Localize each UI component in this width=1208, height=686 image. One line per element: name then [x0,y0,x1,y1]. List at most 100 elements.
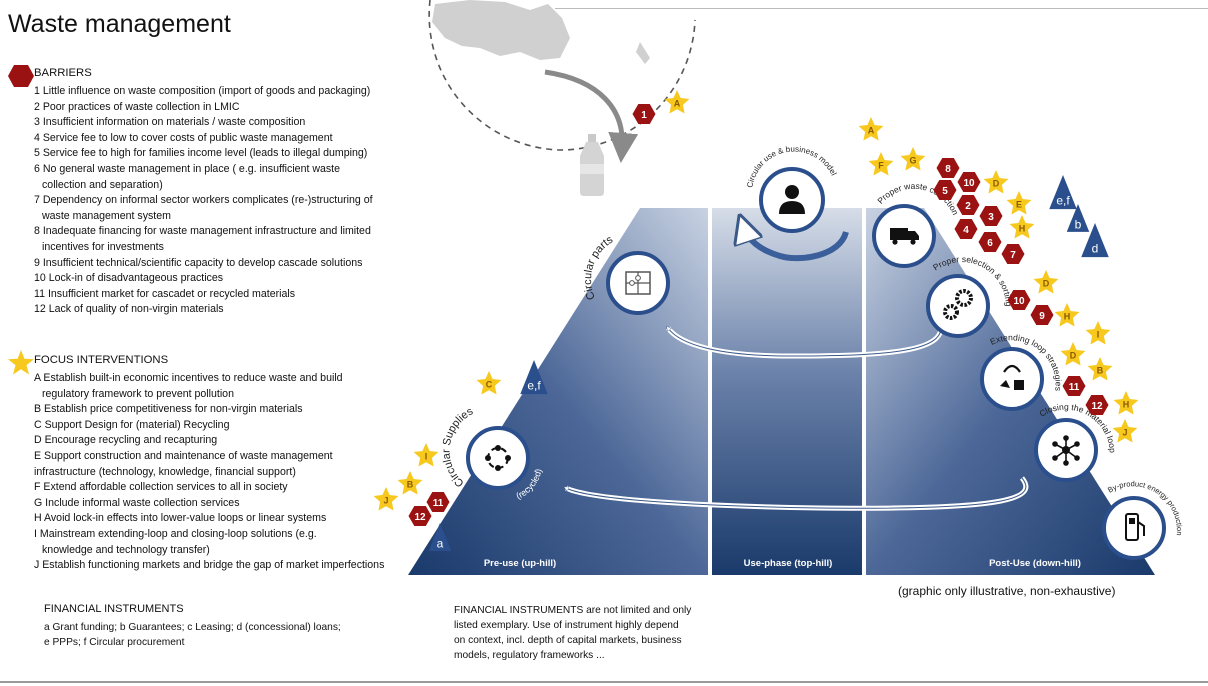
barrier-item: 10 Lock-in of disadvantageous practices [34,272,224,285]
svg-text:2: 2 [965,201,971,212]
svg-text:J: J [383,496,388,506]
extending-loop-node: Extending loop strategies [980,332,1064,411]
barrier-item: waste management system [42,209,171,222]
barrier-hexagon-badge: 1 [632,104,656,124]
proper-selection-node: Proper selection & sorting [926,254,1014,338]
intervention-star-badge: D [1033,270,1059,294]
financial-line: a Grant funding; b Guarantees; c Leasing… [44,622,341,633]
circular-use-label: Circular use & business models [0,0,838,188]
barrier-hexagon-badge: 7 [1001,244,1025,264]
svg-text:D: D [1070,351,1077,361]
barrier-hexagons: 1 8 10 5 2 3 467 10 9 11 12 11 12 [408,104,1109,526]
svg-text:5: 5 [942,186,948,197]
focus-item: E Support construction and maintenance o… [34,449,333,462]
focus-item: infrastructure (technology, knowledge, f… [34,465,296,478]
svg-text:C: C [486,380,493,390]
barrier-item: 3 Insufficient information on materials … [34,116,306,129]
financial-title: FINANCIAL INSTRUMENTS [44,603,184,615]
svg-text:E: E [1016,200,1022,210]
barrier-item: 6 No general waste management in place (… [34,162,341,175]
svg-text:I: I [1097,330,1100,340]
byproduct-energy-node: By-product energy production [1102,479,1184,560]
bottle-icon [580,134,604,196]
barrier-hexagon-badge: 11 [1062,376,1086,396]
intervention-star-badge: D [1060,342,1086,366]
intervention-star-badge: F [868,152,894,176]
svg-text:b: b [1075,217,1082,231]
svg-text:A: A [674,99,681,109]
svg-text:F: F [878,161,884,171]
svg-text:11: 11 [1069,382,1080,393]
bottom-divider [0,681,1208,683]
svg-text:12: 12 [414,512,426,523]
svg-text:B: B [407,480,414,490]
financial-instrument-triangle: e,f [520,360,548,395]
intervention-star-badge: J [1112,419,1138,443]
barrier-item: 2 Poor practices of waste collection in … [34,100,240,113]
intervention-star-badge: D [983,170,1009,194]
focus-item: regulatory framework to prevent pollutio… [42,387,234,400]
svg-text:11: 11 [433,498,444,509]
svg-text:4: 4 [963,225,969,236]
intervention-star-badge: A [664,90,690,114]
financial-instrument-triangle: e,f [1049,175,1077,210]
svg-text:d: d [1092,242,1099,256]
barrier-list: 1 Little influence on waste composition … [34,84,454,318]
focus-item: C Support Design for (material) Recyclin… [34,418,230,431]
barrier-item: 1 Little influence on waste composition … [34,85,371,97]
barriers-header: BARRIERS [34,67,92,79]
focus-item: B Establish price competitiveness for no… [34,403,303,416]
svg-text:12: 12 [1091,401,1103,412]
svg-text:e,f: e,f [527,379,541,393]
svg-text:G: G [909,156,916,166]
barrier-item: incentives for investments [42,240,164,253]
svg-text:7: 7 [1010,250,1016,261]
svg-text:9: 9 [1039,311,1045,322]
barrier-item: 12 Lack of quality of non-virgin materia… [34,303,224,316]
focus-item: A Establish built-in economic incentives… [34,372,343,384]
focus-item: J Establish functioning markets and brid… [34,559,385,572]
barrier-hexagon-badge: 12 [1085,395,1109,415]
barrier-hexagon-badge: 10 [1007,290,1031,310]
barrier-hexagon-badge: 9 [1030,305,1054,325]
svg-text:8: 8 [945,164,951,175]
phase-label-use: Use-phase (top-hill) [744,558,833,569]
barrier-hexagon-badge: 8 [936,158,960,178]
phase-label-post-use: Post-Use (down-hill) [989,558,1081,569]
svg-text:H: H [1019,224,1026,234]
svg-text:10: 10 [963,178,975,189]
barrier-item: 4 Service fee to low to cover costs of p… [34,131,333,144]
intervention-star-badge: E [1006,191,1032,215]
svg-text:a: a [437,536,444,550]
svg-text:B: B [1097,366,1104,376]
focus-item: H Avoid lock-in effects into lower-value… [34,512,327,525]
intervention-star-badge: H [1009,215,1035,239]
svg-text:D: D [1043,279,1050,289]
circular-use-node: Circular use & business models [0,0,838,233]
svg-text:H: H [1123,400,1130,410]
financial-list: a Grant funding; b Guarantees; c Leasing… [44,620,424,650]
top-divider [555,8,1208,9]
barrier-hexagon-badge: 6 [978,232,1002,252]
financial-instrument-triangle: d [1081,223,1109,258]
svg-text:I: I [425,452,428,462]
intervention-star-badge: H [1054,303,1080,327]
barrier-hexagon-badge: 4 [954,219,978,239]
intervention-star-badge: G [900,147,926,171]
financial-note-line: models, regulatory frameworks ... [454,650,605,661]
focus-item: F Extend affordable collection services … [34,481,288,494]
barrier-item: 5 Service fee to high for families incom… [34,147,368,160]
barrier-item: 8 Inadequate financing for waste managem… [34,225,371,238]
intervention-star-badge: B [1087,357,1113,381]
intervention-star-badge: I [413,443,439,467]
globe-graphic [428,0,696,163]
financial-note: FINANCIAL INSTRUMENTS are not limited an… [454,603,754,663]
svg-text:3: 3 [988,212,994,223]
focus-item: D Encourage recycling and recapturing [34,434,218,447]
financial-line: e PPPs; f Circular procurement [44,637,185,648]
svg-text:J: J [1122,428,1127,438]
financial-triangles: e,f bd e,f a [428,175,1109,551]
financial-note-line: on context, incl. depth of capital marke… [454,635,682,646]
